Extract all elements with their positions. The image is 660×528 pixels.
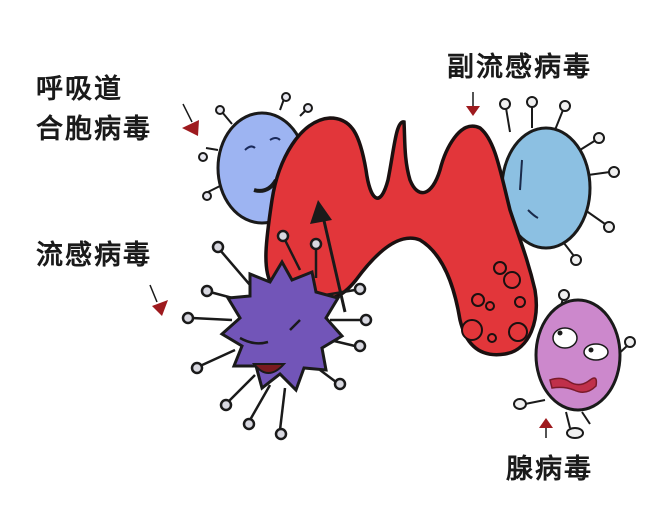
label-rsv-line2: 合胞病毒: [36, 114, 152, 145]
adenovirus-icon: [513, 289, 636, 439]
label-rsv-line1: 呼吸道: [36, 74, 123, 105]
influenza-virus-icon: [181, 229, 373, 441]
pointer-arrows: [149, 92, 553, 438]
label-influenza: 流感病毒: [36, 240, 152, 271]
label-parainfluenza: 副流感病毒: [447, 52, 592, 83]
label-adenovirus: 腺病毒: [506, 454, 593, 485]
parainfluenza-virus-icon: [499, 96, 620, 266]
